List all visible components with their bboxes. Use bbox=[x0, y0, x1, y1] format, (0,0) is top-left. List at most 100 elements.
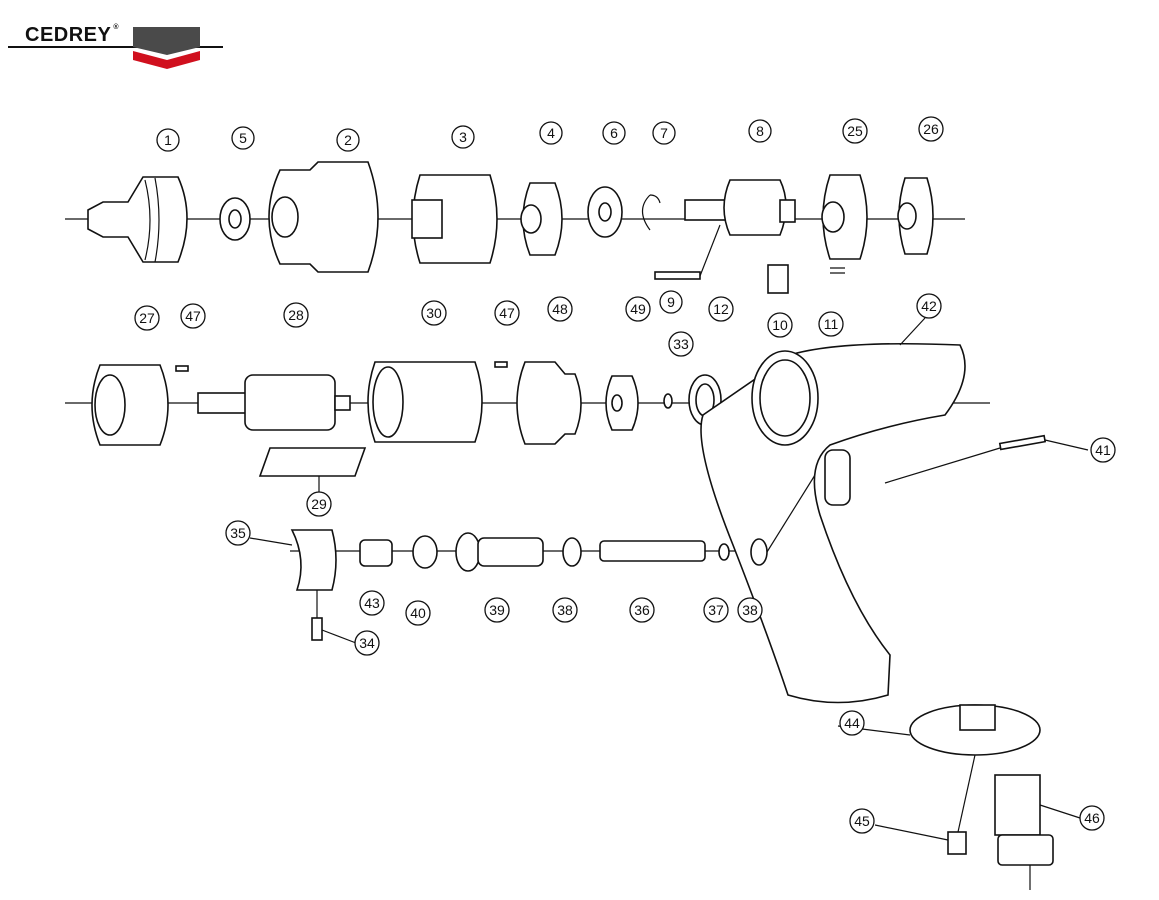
svg-text:27: 27 bbox=[139, 310, 155, 326]
svg-text:48: 48 bbox=[552, 301, 568, 317]
callout-42: 42 bbox=[916, 293, 942, 319]
part-11 bbox=[830, 267, 845, 274]
part-48 bbox=[516, 361, 582, 445]
callout-28: 28 bbox=[283, 302, 309, 328]
callout-47: 47 bbox=[180, 303, 206, 329]
callout-26: 26 bbox=[918, 116, 944, 142]
svg-text:4: 4 bbox=[547, 125, 555, 141]
part-49 bbox=[605, 375, 639, 431]
part-44-thread bbox=[959, 704, 996, 731]
callout-3: 3 bbox=[451, 125, 475, 149]
svg-text:41: 41 bbox=[1095, 442, 1111, 458]
svg-text:9: 9 bbox=[667, 294, 675, 310]
cedrey-logo: CEDREY® bbox=[8, 20, 223, 70]
svg-text:47: 47 bbox=[185, 308, 201, 324]
svg-text:43: 43 bbox=[364, 595, 380, 611]
part-33 bbox=[663, 393, 673, 409]
callout-11: 11 bbox=[818, 311, 844, 337]
callout-25: 25 bbox=[842, 118, 868, 144]
callout-6: 6 bbox=[602, 121, 626, 145]
callout-40: 40 bbox=[405, 600, 431, 626]
callout-5: 5 bbox=[231, 126, 255, 150]
part-40 bbox=[412, 535, 438, 569]
part-45 bbox=[947, 831, 967, 855]
part-7 bbox=[641, 194, 661, 231]
callout-37: 37 bbox=[703, 597, 729, 623]
svg-text:1: 1 bbox=[164, 132, 172, 148]
svg-text:49: 49 bbox=[630, 301, 646, 317]
callout-8: 8 bbox=[748, 119, 772, 143]
part-38 bbox=[562, 537, 582, 567]
svg-text:10: 10 bbox=[772, 317, 788, 333]
svg-text:8: 8 bbox=[756, 123, 764, 139]
svg-text:2: 2 bbox=[344, 132, 352, 148]
part-6 bbox=[587, 186, 623, 238]
part-chuck bbox=[87, 176, 188, 263]
svg-text:46: 46 bbox=[1084, 810, 1100, 826]
callout-10: 10 bbox=[767, 312, 793, 338]
part-36 bbox=[599, 540, 706, 562]
callout-43: 43 bbox=[359, 590, 385, 616]
callout-12: 12 bbox=[708, 296, 734, 322]
svg-text:38: 38 bbox=[742, 602, 758, 618]
callout-49: 49 bbox=[625, 296, 651, 322]
svg-text:45: 45 bbox=[854, 813, 870, 829]
svg-text:37: 37 bbox=[708, 602, 724, 618]
callout-27: 27 bbox=[134, 305, 160, 331]
callout-35: 35 bbox=[225, 520, 251, 546]
svg-text:36: 36 bbox=[634, 602, 650, 618]
callout-44: 44 bbox=[839, 710, 865, 736]
part-39 bbox=[455, 532, 544, 572]
callout-38: 38 bbox=[552, 597, 578, 623]
part-30 bbox=[367, 361, 483, 443]
callout-41: 41 bbox=[1090, 437, 1116, 463]
svg-text:33: 33 bbox=[673, 336, 689, 352]
callout-38b: 38 bbox=[737, 597, 763, 623]
svg-text:40: 40 bbox=[410, 605, 426, 621]
callout-4: 4 bbox=[539, 121, 563, 145]
logo-text: CEDREY® bbox=[25, 24, 120, 46]
svg-text:39: 39 bbox=[489, 602, 505, 618]
part-25 bbox=[821, 174, 868, 260]
part-37 bbox=[718, 543, 730, 561]
svg-text:7: 7 bbox=[660, 125, 668, 141]
callout-2: 2 bbox=[336, 128, 360, 152]
svg-text:3: 3 bbox=[459, 129, 467, 145]
svg-text:30: 30 bbox=[426, 305, 442, 321]
svg-text:47: 47 bbox=[499, 305, 515, 321]
callout-1: 1 bbox=[156, 128, 180, 152]
svg-text:35: 35 bbox=[230, 525, 246, 541]
part-47 bbox=[175, 365, 189, 372]
part-41 bbox=[998, 434, 1047, 451]
callout-48: 48 bbox=[547, 296, 573, 322]
part-3 bbox=[411, 174, 498, 264]
svg-text:28: 28 bbox=[288, 307, 304, 323]
part-4 bbox=[520, 182, 563, 256]
part-27 bbox=[91, 364, 169, 446]
svg-text:29: 29 bbox=[311, 496, 327, 512]
part-2 bbox=[268, 161, 379, 273]
callout-34: 34 bbox=[354, 630, 380, 656]
callout-46: 46 bbox=[1079, 805, 1105, 831]
svg-text:26: 26 bbox=[923, 121, 939, 137]
svg-text:12: 12 bbox=[713, 301, 729, 317]
part-42-housing bbox=[700, 342, 966, 704]
part-43 bbox=[359, 539, 393, 567]
callout-39: 39 bbox=[484, 597, 510, 623]
svg-text:5: 5 bbox=[239, 130, 247, 146]
svg-text:44: 44 bbox=[844, 715, 860, 731]
part-46 bbox=[994, 774, 1054, 866]
part-10 bbox=[767, 264, 789, 294]
svg-text:6: 6 bbox=[610, 125, 618, 141]
svg-text:34: 34 bbox=[359, 635, 375, 651]
callout-30: 30 bbox=[421, 300, 447, 326]
callout-9: 9 bbox=[659, 290, 683, 314]
callout-47b: 47 bbox=[494, 300, 520, 326]
callout-36: 36 bbox=[629, 597, 655, 623]
svg-text:42: 42 bbox=[921, 298, 937, 314]
part-26 bbox=[897, 177, 934, 255]
part-35 bbox=[290, 529, 337, 591]
callout-7: 7 bbox=[652, 121, 676, 145]
part-8 bbox=[684, 179, 796, 236]
